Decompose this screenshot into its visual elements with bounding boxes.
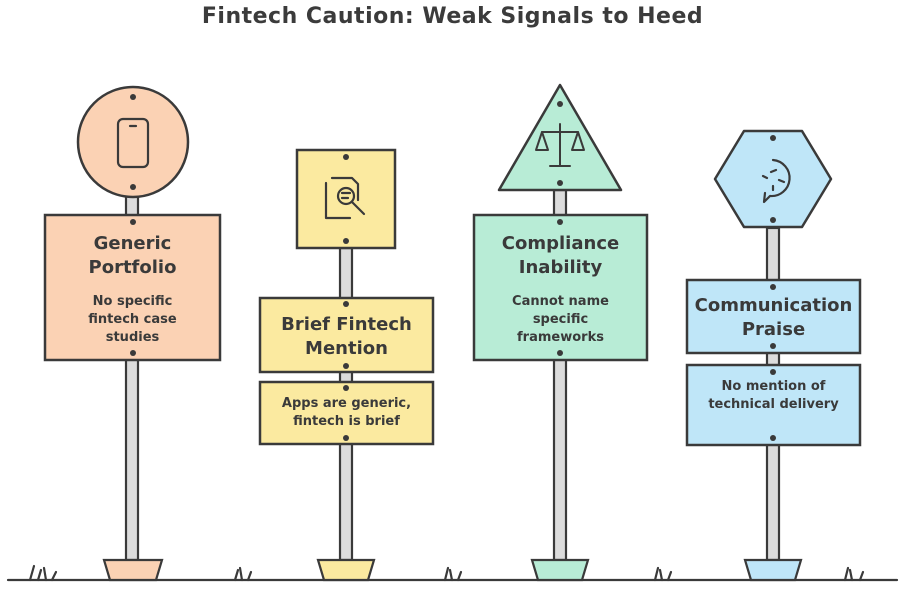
description-compliance-inability: Cannot name specific frameworks xyxy=(512,294,609,345)
description-brief-fintech-mention: Apps are generic, fintech is brief xyxy=(281,396,412,429)
post-base xyxy=(743,558,803,582)
sign-board xyxy=(472,213,649,362)
heading-brief-fintech-mention: Brief Fintech Mention xyxy=(281,314,412,359)
sign-board-upper xyxy=(685,278,862,355)
sign-compliance-inability xyxy=(472,83,649,582)
heading-generic-portfolio: Generic Portfolio xyxy=(88,233,177,278)
post-base xyxy=(530,558,590,582)
description-communication-praise: No mention of technical delivery xyxy=(708,379,839,412)
sign-communication-praise xyxy=(685,129,862,582)
smartphone-icon xyxy=(116,117,150,169)
sign-board-lower xyxy=(258,380,435,446)
post-base xyxy=(316,558,376,582)
document-search-icon xyxy=(324,176,366,220)
post-base xyxy=(102,558,164,582)
sign-board-lower xyxy=(685,363,862,447)
scales-icon xyxy=(535,123,585,167)
description-generic-portfolio: No specific fintech case studies xyxy=(88,294,177,345)
diagram-title: Fintech Caution: Weak Signals to Heed xyxy=(201,4,704,29)
heading-compliance-inability: Compliance Inability xyxy=(501,233,620,278)
speech-bubble-icon xyxy=(761,158,791,204)
sign-generic-portfolio xyxy=(43,85,222,582)
sign-board-upper xyxy=(258,296,435,374)
heading-communication-praise: Communication Praise xyxy=(694,295,853,340)
round-sign xyxy=(76,85,190,199)
hexagon-sign xyxy=(713,129,833,229)
sign-brief-fintech-mention xyxy=(258,148,435,582)
sign-board xyxy=(43,213,222,362)
